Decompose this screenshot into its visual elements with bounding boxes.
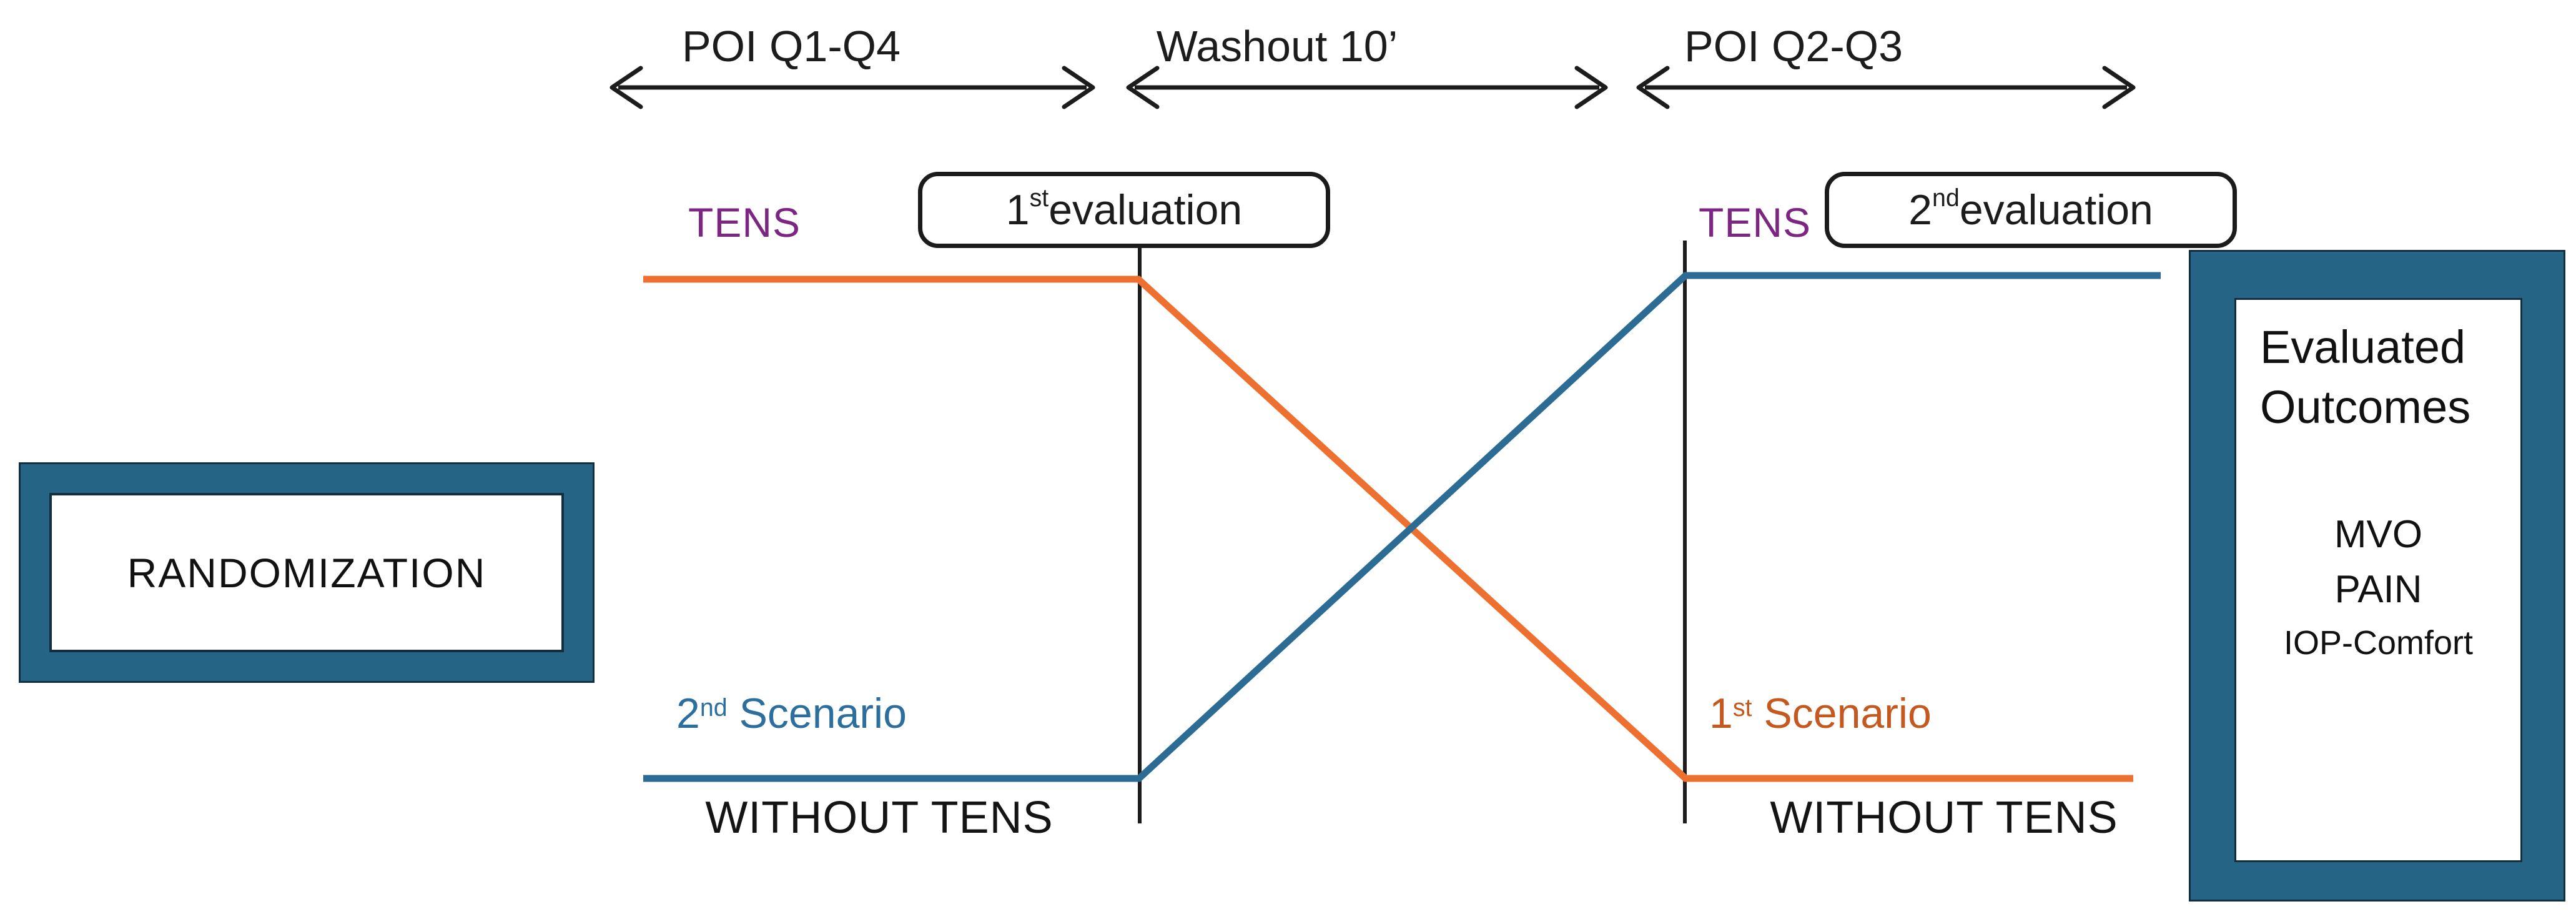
evaluated-outcomes-title-line1: Evaluated [2260, 321, 2466, 373]
timeline-arrow-poi-q1-q4 [609, 66, 1095, 109]
randomization-box: RANDOMIZATION [19, 462, 595, 683]
second-scenario-text: Scenario [727, 690, 907, 737]
second-scenario-number: 2 [676, 690, 700, 737]
second-evaluation-text: evaluation [1959, 186, 2153, 234]
second-scenario-crossover-path [643, 272, 2161, 782]
second-evaluation-ordinal: nd [1932, 184, 1960, 212]
evaluated-outcomes-title: Evaluated Outcomes [2260, 317, 2520, 437]
first-scenario-label: 1st Scenario [1709, 690, 1932, 737]
second-evaluation-number: 2 [1908, 186, 1932, 234]
evaluated-outcomes-title-line2: Outcomes [2260, 381, 2471, 434]
tens-label-left: TENS [688, 199, 801, 246]
evaluated-outcomes-box-inner: Evaluated Outcomes MVO PAIN IOP-Comfort [2234, 298, 2522, 862]
evaluated-outcomes-box: Evaluated Outcomes MVO PAIN IOP-Comfort [2189, 250, 2565, 902]
timeline-arrow-washout [1126, 66, 1608, 109]
outcome-item-iop-comfort: IOP-Comfort [2283, 624, 2474, 662]
outcome-item-mvo: MVO [2334, 513, 2423, 557]
phase-label-poi-q2-q3: POI Q2-Q3 [1684, 22, 1903, 71]
randomization-label: RANDOMIZATION [127, 549, 486, 596]
tens-label-right: TENS [1699, 199, 1812, 246]
timeline-arrow-poi-q2-q3 [1636, 66, 2136, 109]
evaluated-outcomes-list: MVO PAIN IOP-Comfort [2236, 507, 2520, 670]
first-evaluation-number: 1 [1005, 186, 1030, 234]
second-scenario-ordinal: nd [699, 694, 728, 722]
phase-label-washout: Washout 10’ [1156, 22, 1398, 71]
randomization-box-inner: RANDOMIZATION [49, 493, 564, 652]
phase-label-poi-q1-q4: POI Q1-Q4 [681, 22, 901, 71]
first-scenario-text: Scenario [1752, 690, 1932, 737]
first-evaluation-ordinal: st [1029, 184, 1049, 212]
second-scenario-label: 2nd Scenario [676, 690, 907, 737]
outcome-item-pain: PAIN [2334, 568, 2422, 612]
first-scenario-number: 1 [1709, 690, 1733, 737]
without-tens-label-left: WITHOUT TENS [705, 793, 1054, 843]
without-tens-label-right: WITHOUT TENS [1770, 793, 2118, 843]
first-scenario-ordinal: st [1732, 694, 1752, 722]
first-evaluation-text: evaluation [1049, 186, 1243, 234]
